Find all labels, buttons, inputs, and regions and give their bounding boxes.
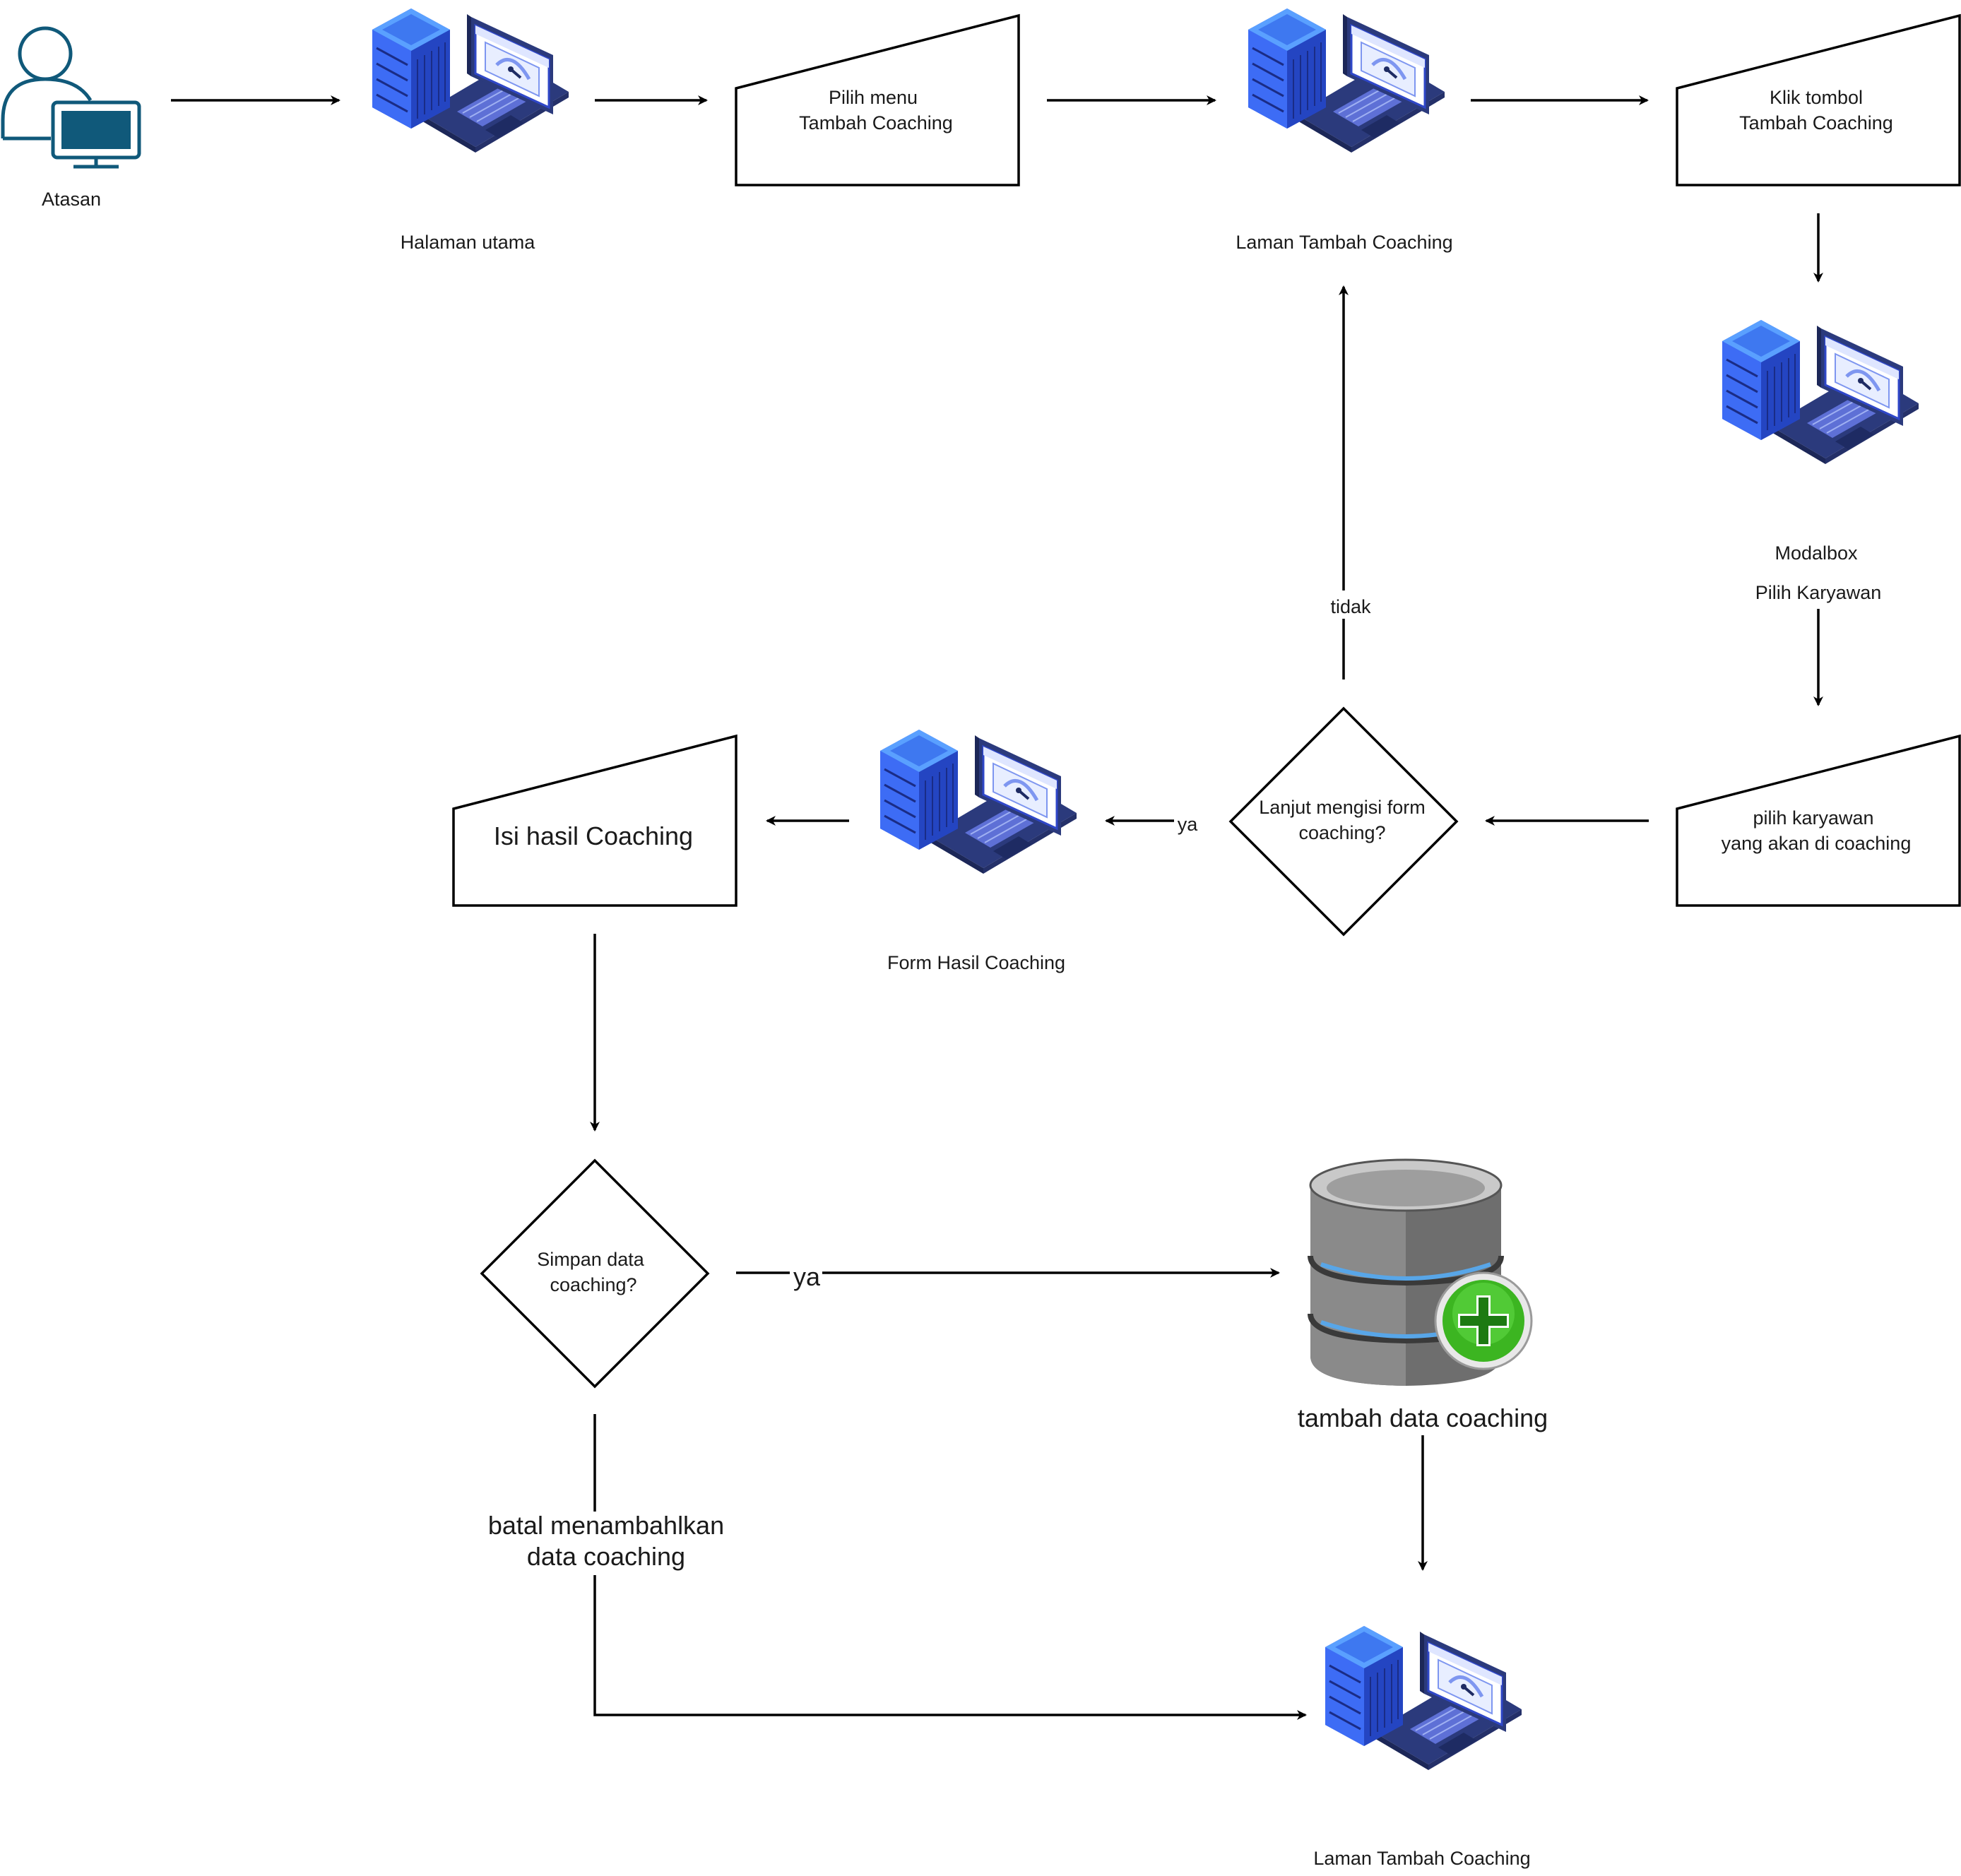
server-laptop-icon <box>880 730 1077 874</box>
screen-label-line2: Pilih Karyawan <box>1755 582 1882 603</box>
input-text-line2: Tambah Coaching <box>799 112 953 133</box>
screen-modalbox: Modalbox Pilih Karyawan <box>1722 320 1919 603</box>
user-monitor-icon <box>1 26 141 169</box>
server-laptop-icon <box>1722 320 1919 464</box>
screen-laman-tambah-coaching-1: Laman Tambah Coaching <box>1236 8 1453 253</box>
input-text-line2: yang akan di coaching <box>1722 833 1912 854</box>
input-isi-hasil-coaching: Isi hasil Coaching <box>452 734 737 907</box>
input-pilih-karyawan: pilih karyawan yang akan di coaching <box>1676 734 1961 907</box>
edge-label-batal-line2: data coaching <box>527 1542 685 1571</box>
decision-lanjut-mengisi: Lanjut mengisi form coaching? <box>1228 706 1459 937</box>
decision-simpan-data: Simpan data coaching? <box>480 1158 710 1389</box>
screen-label: Laman Tambah Coaching <box>1313 1848 1530 1869</box>
database-add-icon <box>1308 1158 1533 1386</box>
input-klik-tombol: Klik tombol Tambah Coaching <box>1676 13 1961 186</box>
edges <box>171 95 1823 1720</box>
edge-label-ya-2: ya <box>793 1262 821 1291</box>
screen-label-line1: Modalbox <box>1775 542 1858 564</box>
screen-label: Form Hasil Coaching <box>887 952 1065 973</box>
server-laptop-icon <box>1325 1626 1522 1770</box>
server-laptop-icon <box>372 8 569 153</box>
screen-label: Halaman utama <box>401 232 536 253</box>
decision-text-line2: coaching? <box>550 1274 636 1295</box>
decision-text-line1: Simpan data <box>537 1249 645 1270</box>
screen-form-hasil-coaching: Form Hasil Coaching <box>880 730 1077 973</box>
decision-text-line1: Lanjut mengisi form <box>1259 797 1426 818</box>
edge-label-ya-1: ya <box>1178 814 1199 835</box>
input-pilih-menu: Pilih menu Tambah Coaching <box>735 13 1020 186</box>
database-tambah-data: tambah data coaching <box>1298 1158 1548 1432</box>
database-label: tambah data coaching <box>1298 1403 1548 1432</box>
input-text-line2: Tambah Coaching <box>1739 112 1893 133</box>
input-text-line1: Pilih menu <box>829 87 918 108</box>
actor-atasan: Atasan <box>1 26 141 210</box>
input-text-line1: Klik tombol <box>1770 87 1863 108</box>
edge-label-batal-line1: batal menambahlkan <box>488 1511 724 1540</box>
input-text-line1: pilih karyawan <box>1753 807 1873 829</box>
actor-label: Atasan <box>42 189 101 210</box>
screen-laman-tambah-coaching-2: Laman Tambah Coaching <box>1313 1626 1531 1869</box>
input-text: Isi hasil Coaching <box>494 821 693 850</box>
decision-text-line2: coaching? <box>1298 822 1385 843</box>
edge-label-tidak: tidak <box>1330 596 1371 617</box>
edge-labels: tidak ya ya batal menambahlkan data coac… <box>480 590 1371 1575</box>
screen-label: Laman Tambah Coaching <box>1236 232 1452 253</box>
screen-halaman-utama: Halaman utama <box>372 8 569 253</box>
server-laptop-icon <box>1248 8 1445 153</box>
